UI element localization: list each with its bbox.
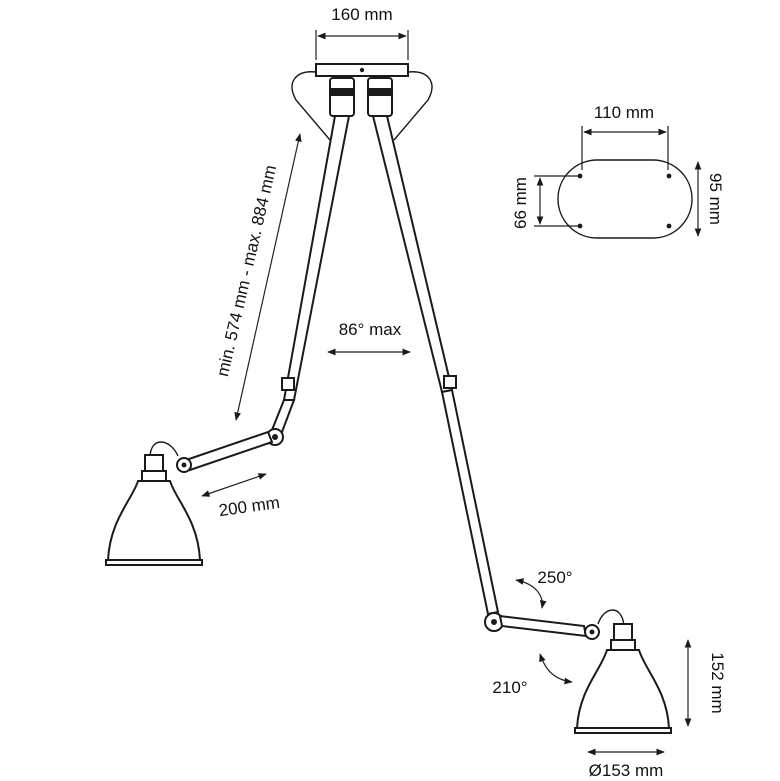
right-arm [371, 115, 625, 640]
left-shade [105, 454, 203, 566]
right-shade [574, 623, 672, 734]
rotation-upper-label: 250° [537, 568, 572, 587]
mounting-plate [557, 159, 693, 239]
plate-hole-spacing-label: 66 mm [511, 177, 530, 229]
plate-height-label: 95 mm [706, 173, 725, 225]
plate-width-label: 110 mm [594, 103, 654, 122]
shade-diameter-label: Ø153 mm [589, 761, 664, 780]
dimension-lines [201, 30, 702, 756]
arm-angle-label: 86° max [339, 320, 402, 339]
shade-height-label: 152 mm [708, 652, 727, 713]
rotation-lower-label: 210° [492, 678, 527, 697]
ceiling-canopy [291, 63, 433, 141]
shade-arm-length-label: 200 mm [218, 493, 281, 520]
arm-length-label: min. 574 mm - max. 884 mm [213, 163, 280, 378]
canopy-width-label: 160 mm [331, 5, 392, 24]
